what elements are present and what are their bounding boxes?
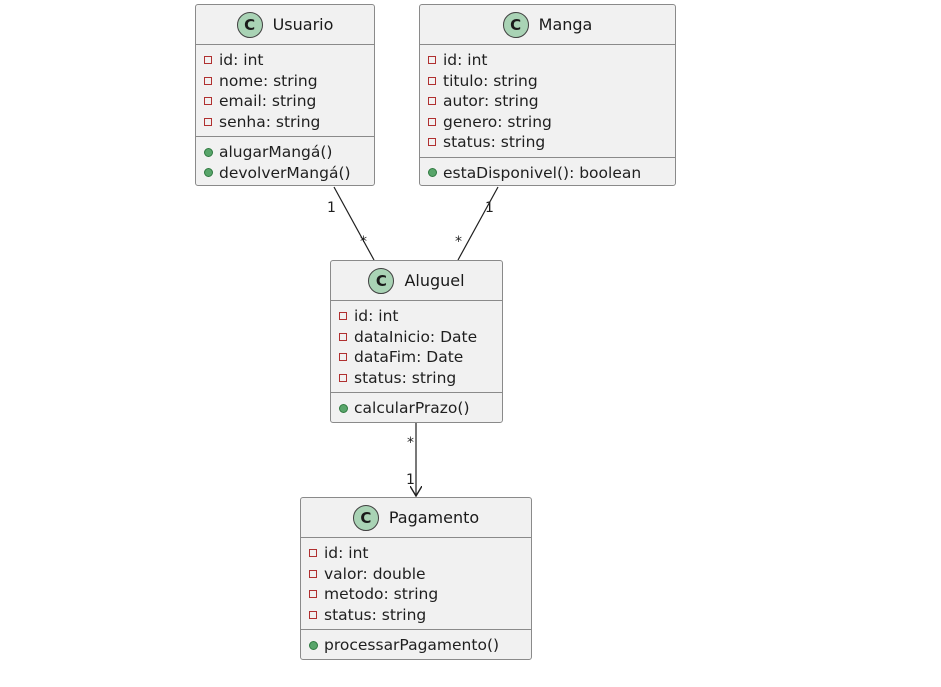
private-icon <box>339 373 347 382</box>
class-aluguel-methods: calcularPrazo() <box>331 392 502 423</box>
public-icon <box>204 168 213 178</box>
class-pagamento-name: Pagamento <box>388 508 480 527</box>
class-usuario-attributes: id: int nome: string email: string senha… <box>196 45 374 136</box>
attribute-row: metodo: string <box>301 584 531 605</box>
attribute-row: nome: string <box>196 71 374 92</box>
class-manga-name: Manga <box>538 15 593 34</box>
class-manga-header: C Manga <box>420 5 675 45</box>
class-aluguel-name: Aluguel <box>404 271 465 290</box>
private-icon <box>339 332 347 341</box>
attribute-row: id: int <box>196 50 374 71</box>
attribute-row: email: string <box>196 91 374 112</box>
private-icon <box>428 56 436 65</box>
attribute-text: status: string <box>324 605 427 624</box>
attribute-text: senha: string <box>219 112 321 131</box>
attribute-text: email: string <box>219 92 317 111</box>
attribute-row: id: int <box>420 50 675 71</box>
class-icon: C <box>352 504 379 531</box>
private-icon <box>309 549 317 558</box>
class-manga-attributes: id: int titulo: string autor: string gen… <box>420 45 675 157</box>
private-icon <box>428 97 436 106</box>
attribute-text: status: string <box>443 133 546 152</box>
class-aluguel[interactable]: C Aluguel id: int dataInicio: Date dataF… <box>330 260 503 423</box>
attribute-text: metodo: string <box>324 585 439 604</box>
method-text: devolverMangá() <box>219 163 351 182</box>
aluguel-usuario-multiplicity: * <box>360 234 367 250</box>
class-pagamento-header: C Pagamento <box>301 498 531 538</box>
class-pagamento-methods: processarPagamento() <box>301 629 531 660</box>
class-usuario-methods: alugarMangá() devolverMangá() <box>196 136 374 187</box>
attribute-row: dataInicio: Date <box>331 327 502 348</box>
method-text: processarPagamento() <box>324 636 500 655</box>
class-pagamento[interactable]: C Pagamento id: int valor: double metodo… <box>300 497 532 660</box>
method-row: calcularPrazo() <box>331 398 502 419</box>
private-icon <box>204 76 212 85</box>
private-icon <box>428 117 436 126</box>
class-usuario-header: C Usuario <box>196 5 374 45</box>
method-text: alugarMangá() <box>219 143 333 162</box>
usuario-multiplicity: 1 <box>327 200 336 216</box>
private-icon <box>309 610 317 619</box>
attribute-row: genero: string <box>420 112 675 133</box>
method-row: devolverMangá() <box>196 163 374 184</box>
public-icon <box>428 168 437 178</box>
private-icon <box>428 76 436 85</box>
private-icon <box>204 117 212 126</box>
manga-aluguel-line <box>457 186 499 261</box>
pagamento-multiplicity: 1 <box>406 472 415 488</box>
attribute-row: id: int <box>331 306 502 327</box>
method-row: processarPagamento() <box>301 635 531 656</box>
attribute-row: status: string <box>420 132 675 153</box>
private-icon <box>204 97 212 106</box>
public-icon <box>339 403 348 413</box>
class-icon: C <box>502 11 529 38</box>
class-usuario-name: Usuario <box>272 15 334 34</box>
attribute-row: dataFim: Date <box>331 347 502 368</box>
private-icon <box>428 138 436 147</box>
private-icon <box>339 312 347 321</box>
method-row: alugarMangá() <box>196 142 374 163</box>
attribute-text: valor: double <box>324 564 426 583</box>
attribute-text: id: int <box>354 307 399 326</box>
attribute-text: id: int <box>324 544 369 563</box>
method-text: estaDisponivel(): boolean <box>443 163 642 182</box>
attribute-text: dataInicio: Date <box>354 327 478 346</box>
attribute-text: status: string <box>354 368 457 387</box>
attribute-text: autor: string <box>443 92 539 111</box>
manga-multiplicity: 1 <box>485 200 494 216</box>
attribute-text: genero: string <box>443 112 552 131</box>
attribute-text: nome: string <box>219 71 318 90</box>
class-manga-methods: estaDisponivel(): boolean <box>420 156 675 188</box>
private-icon <box>339 353 347 362</box>
aluguel-pagamento-multiplicity: * <box>407 435 414 451</box>
method-row: estaDisponivel(): boolean <box>420 163 675 184</box>
class-icon: C <box>368 267 395 294</box>
attribute-text: titulo: string <box>443 71 538 90</box>
private-icon <box>204 56 212 65</box>
usuario-aluguel-line <box>333 186 375 261</box>
aluguel-manga-multiplicity: * <box>455 234 462 250</box>
method-text: calcularPrazo() <box>354 399 470 418</box>
attribute-row: titulo: string <box>420 71 675 92</box>
attribute-text: id: int <box>443 51 488 70</box>
class-usuario[interactable]: C Usuario id: int nome: string email: st… <box>195 4 375 186</box>
private-icon <box>309 590 317 599</box>
attribute-row: status: string <box>301 605 531 626</box>
attribute-row: valor: double <box>301 564 531 585</box>
public-icon <box>204 147 213 157</box>
attribute-row: status: string <box>331 368 502 389</box>
attribute-row: autor: string <box>420 91 675 112</box>
class-manga[interactable]: C Manga id: int titulo: string autor: st… <box>419 4 676 186</box>
class-pagamento-attributes: id: int valor: double metodo: string sta… <box>301 538 531 629</box>
attribute-row: senha: string <box>196 112 374 133</box>
public-icon <box>309 640 318 650</box>
attribute-row: id: int <box>301 543 531 564</box>
class-aluguel-attributes: id: int dataInicio: Date dataFim: Date s… <box>331 301 502 392</box>
class-aluguel-header: C Aluguel <box>331 261 502 301</box>
private-icon <box>309 569 317 578</box>
attribute-text: id: int <box>219 51 264 70</box>
class-icon: C <box>236 11 263 38</box>
attribute-text: dataFim: Date <box>354 348 464 367</box>
